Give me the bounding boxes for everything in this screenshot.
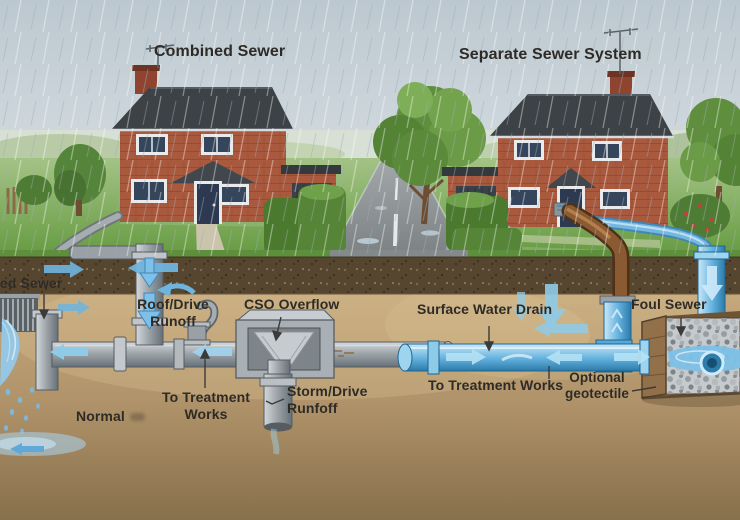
label-optional-geotextile: Optional geotectile	[564, 370, 630, 401]
title-combined-sewer: Combined Sewer	[154, 43, 286, 60]
label-foul-sewer: Foul Sewer	[631, 296, 707, 312]
title-separate-sewer: Separate Sewer System	[459, 46, 642, 63]
cso-chamber	[235, 309, 336, 455]
soakaway-crate	[639, 311, 740, 407]
normal-text: Normal	[76, 407, 125, 424]
text-artifact	[129, 412, 145, 421]
pointer-lines	[38, 294, 687, 405]
label-normal-flow: Normal	[76, 391, 145, 424]
label-cso-overflow: CSO Overflow	[244, 296, 340, 312]
label-to-treatment-works-right: To Treatment Works	[428, 377, 564, 393]
label-to-treatment-works-left: To Treatment Works	[161, 389, 251, 422]
rain-overlay	[0, 0, 740, 256]
label-surface-water-drain: Surface Water Drain	[417, 301, 553, 317]
water-droplets	[4, 387, 40, 434]
label-storm-drive-runoff: Storm/Drive Runfoff	[287, 383, 368, 416]
label-roof-drive-runoff: Roof/Drive Runoff	[137, 296, 209, 329]
label-combined-sewer-outfall: ed Sewer	[0, 275, 63, 291]
flow-arrows	[10, 257, 723, 455]
